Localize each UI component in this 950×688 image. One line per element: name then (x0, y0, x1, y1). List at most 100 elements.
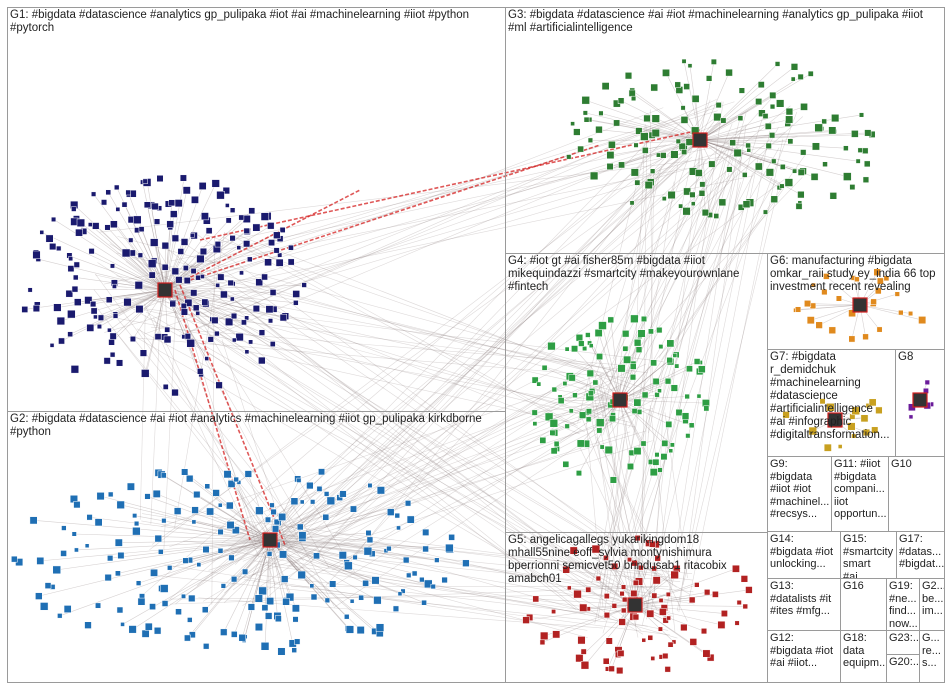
group-label-g2x: G2... be... im... (922, 580, 945, 617)
graph-edge (665, 136, 740, 618)
graph-node (742, 200, 751, 209)
graph-node (606, 151, 615, 160)
graph-edge (180, 333, 606, 621)
graph-node (687, 63, 693, 69)
graph-node (181, 593, 186, 599)
graph-edge (147, 182, 166, 291)
graph-node (226, 521, 235, 530)
graph-edge (699, 131, 835, 141)
graph-node (402, 556, 410, 564)
graph-node (864, 129, 872, 137)
graph-edge (146, 204, 166, 291)
graph-node (424, 579, 433, 589)
graph-node (770, 195, 778, 203)
graph-node (657, 626, 663, 632)
graph-edge (610, 179, 649, 428)
graph-edge (810, 304, 861, 321)
graph-edge (164, 289, 218, 334)
group-box-g6: G6: manufacturing #bigdata omkar_raii st… (767, 253, 945, 350)
graph-edge (183, 540, 694, 593)
graph-node (72, 274, 79, 281)
graph-node (649, 540, 656, 548)
graph-node (586, 369, 594, 378)
graph-edge (269, 539, 373, 555)
graph-edge (269, 539, 343, 556)
graph-node (875, 406, 883, 414)
graph-edge (699, 84, 762, 141)
graph-node (595, 418, 605, 427)
graph-edge (173, 147, 658, 303)
graph-edge (160, 110, 718, 280)
graph-node (550, 447, 558, 455)
graph-node (227, 279, 234, 287)
graph-node (90, 307, 98, 315)
graph-edge (628, 179, 778, 429)
graph-node (104, 224, 111, 231)
graph-node (375, 623, 385, 632)
graph-node (647, 634, 654, 641)
graph-edge (139, 329, 305, 536)
graph-node (175, 276, 183, 284)
graph-edge (125, 261, 577, 610)
graph-node (235, 333, 244, 342)
graph-edge (699, 134, 773, 141)
graph-node (191, 506, 199, 514)
graph-node (45, 234, 54, 243)
graph-edge (594, 181, 718, 413)
graph-node (184, 298, 193, 307)
graph-hub-node (262, 532, 278, 548)
graph-node (740, 575, 749, 583)
group-box-g18: G18: data equipm... (840, 630, 887, 683)
graph-node (182, 557, 189, 564)
group-box-g14: G14: #bigdata #iot unlocking... (767, 531, 841, 579)
graph-edge (252, 545, 588, 638)
graph-node (654, 452, 660, 458)
graph-node (137, 252, 143, 258)
graph-node (294, 638, 301, 645)
graph-node (641, 315, 648, 322)
graph-node (36, 556, 45, 565)
graph-node (291, 604, 300, 613)
graph-node (274, 615, 282, 623)
graph-node (725, 68, 733, 77)
graph-node (158, 549, 164, 555)
graph-hub-node (827, 412, 843, 428)
graph-edge (623, 149, 744, 623)
graph-node (758, 109, 766, 117)
graph-node (352, 554, 358, 560)
graph-node (577, 636, 586, 645)
graph-node (277, 647, 286, 656)
graph-node (184, 333, 191, 340)
graph-node (641, 637, 647, 643)
graph-edge (699, 139, 791, 142)
graph-edge (264, 116, 804, 601)
graph-node (652, 458, 660, 466)
graph-edge (164, 289, 296, 304)
graph-edge (634, 591, 708, 606)
graph-node (819, 398, 826, 405)
graph-edge (179, 292, 691, 596)
graph-node (445, 543, 454, 553)
graph-node (344, 561, 353, 570)
graph-node (419, 576, 425, 583)
graph-node (67, 331, 73, 338)
graph-node (265, 305, 274, 314)
graph-node (386, 545, 392, 552)
graph-node (199, 247, 207, 256)
graph-node (75, 228, 83, 237)
graph-edge (191, 513, 664, 575)
graph-node (831, 114, 840, 123)
graph-node (239, 270, 244, 276)
graph-node (571, 345, 579, 353)
graph-edge (603, 165, 678, 614)
graph-node (807, 70, 814, 77)
graph-node (551, 386, 558, 393)
graph-node (161, 518, 167, 524)
graph-node (664, 666, 671, 673)
graph-edge (586, 119, 701, 141)
graph-node (633, 339, 642, 347)
graph-node (142, 178, 148, 184)
graph-node (573, 128, 581, 136)
graph-edge (253, 560, 629, 614)
graph-edge (161, 371, 611, 527)
